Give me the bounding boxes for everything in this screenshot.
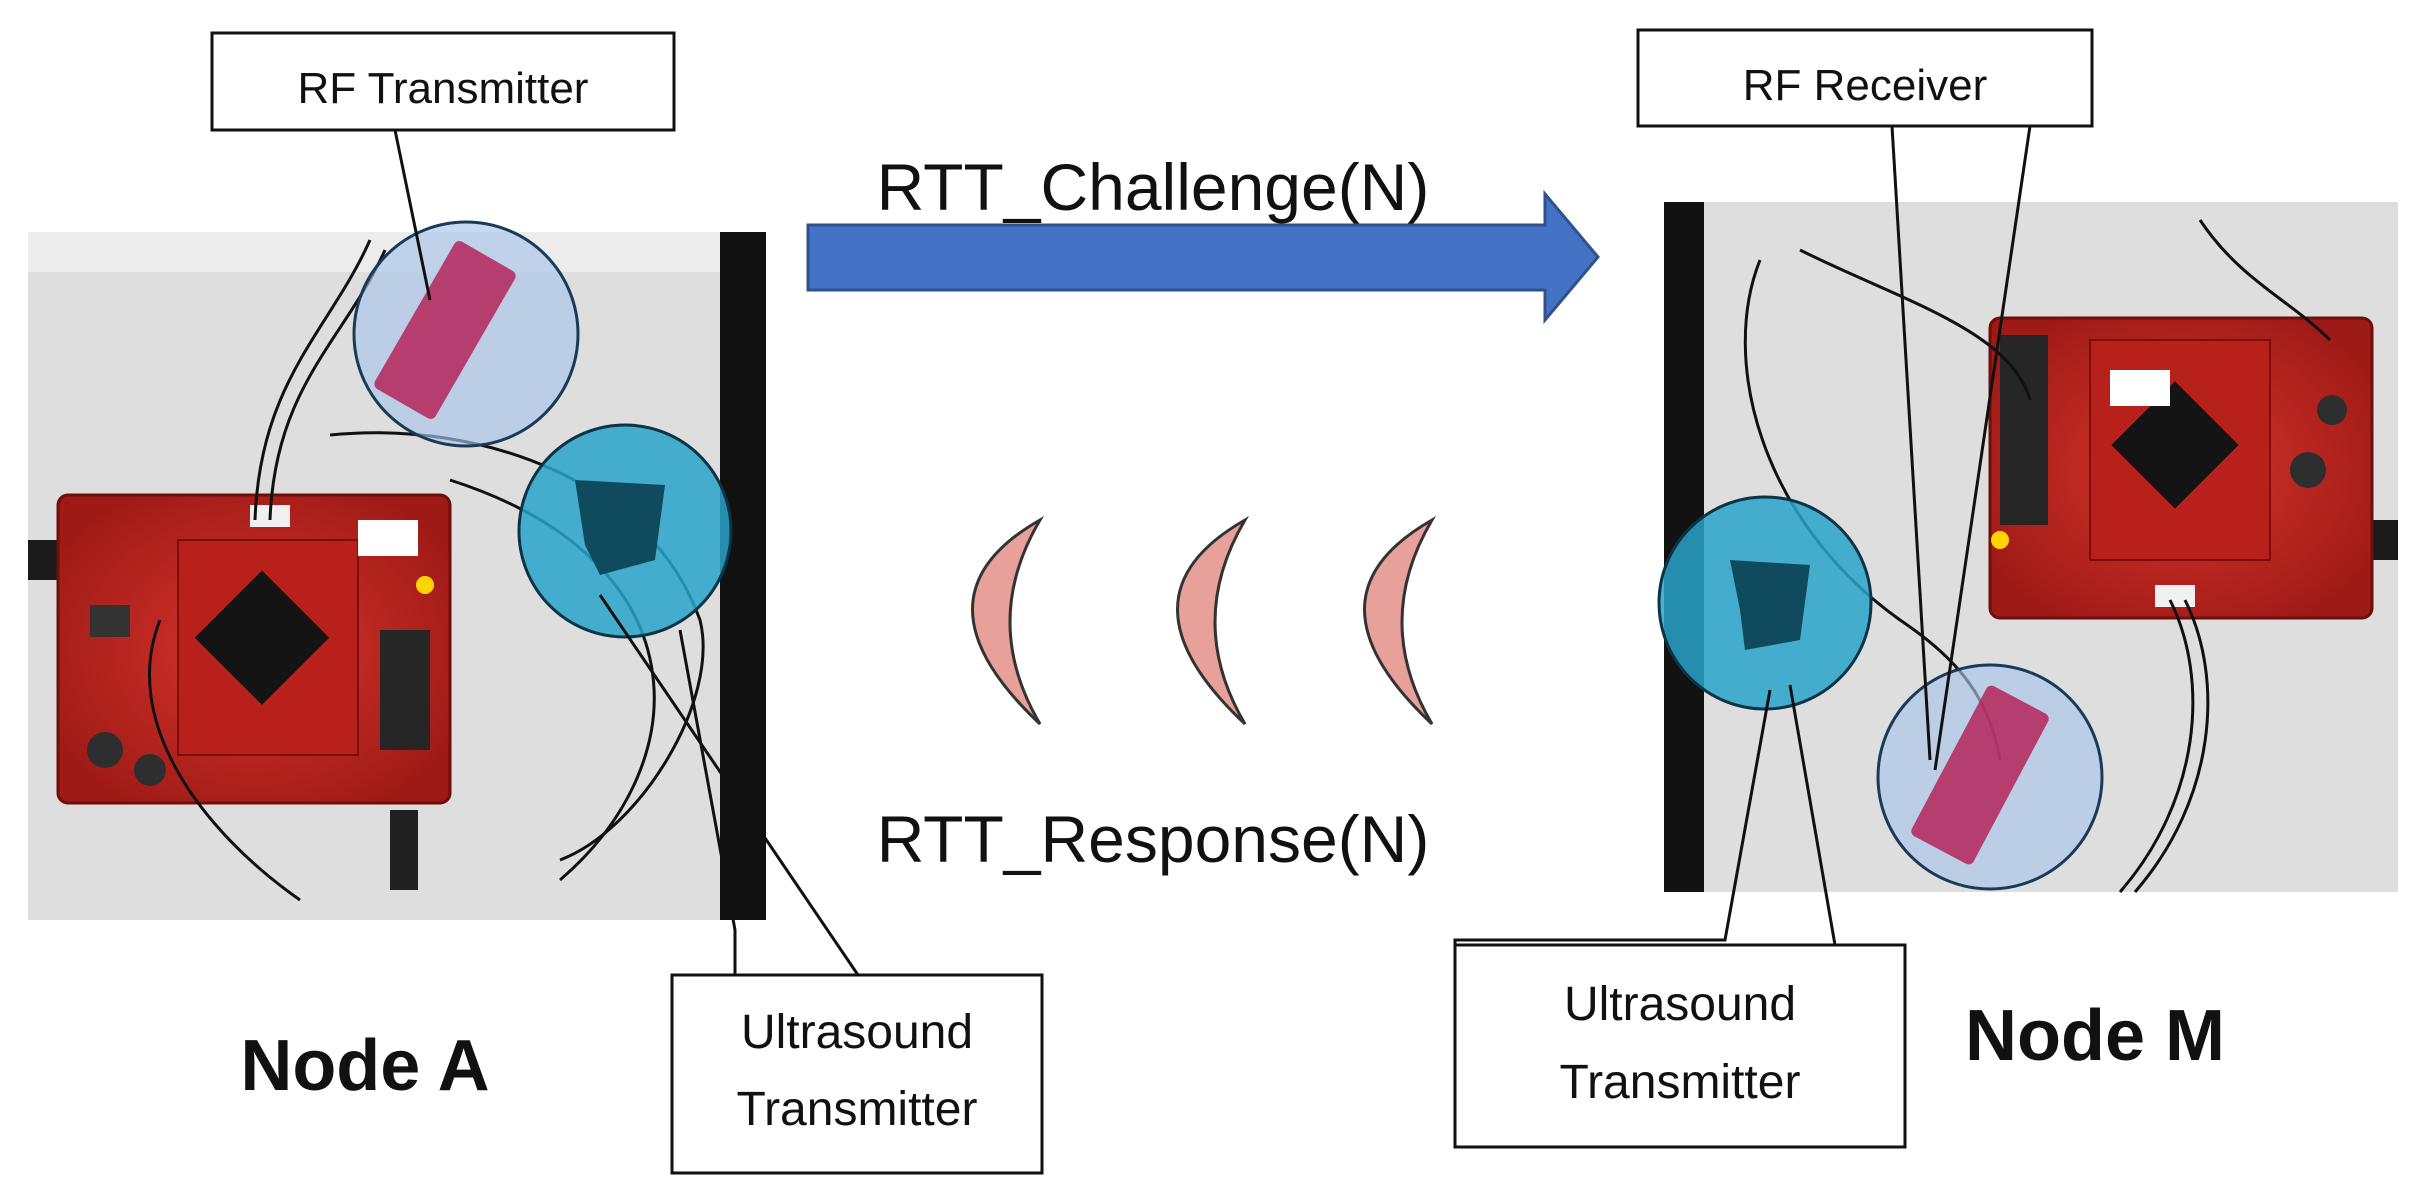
crescent-wave-icon bbox=[971, 515, 1045, 726]
node-m-ultrasound-callout bbox=[1453, 943, 1907, 1149]
rf-receiver-label: RF Receiver bbox=[1743, 61, 1988, 110]
crescent-wave-icon bbox=[1176, 515, 1250, 726]
rf-transmitter-label: RF Transmitter bbox=[298, 64, 589, 113]
node-a-ultrasound-leader-2 bbox=[598, 594, 860, 976]
node-a-photo bbox=[28, 220, 766, 920]
node-a-label: Node A bbox=[240, 1026, 489, 1106]
crescent-wave-icon bbox=[1363, 515, 1437, 726]
node-a-ultrasound-line1: Ultrasound bbox=[741, 1006, 973, 1059]
node-m-ultrasound-line2: Transmitter bbox=[1560, 1056, 1801, 1109]
rf-receiver-leader-2 bbox=[1933, 125, 2032, 771]
node-m-label: Node M bbox=[1965, 996, 2225, 1076]
node-m-photo bbox=[1657, 202, 2398, 893]
node-a-ultrasound-leader-1 bbox=[678, 629, 737, 975]
rf-transmitter-callout bbox=[210, 31, 676, 132]
challenge-arrow bbox=[806, 189, 1600, 325]
rf-receiver-leader-1 bbox=[1890, 125, 1932, 761]
response-label: RTT_Response(N) bbox=[877, 802, 1430, 876]
node-m-ultrasound-leader-1 bbox=[1453, 689, 1772, 945]
rf-receiver-callout bbox=[1636, 28, 2094, 128]
challenge-label: RTT_Challenge(N) bbox=[877, 150, 1430, 224]
node-m-ultrasound-line1: Ultrasound bbox=[1564, 978, 1796, 1031]
rf-transmitter-leader bbox=[393, 129, 432, 301]
node-a-ultrasound-callout bbox=[670, 973, 1044, 1175]
node-a-ultrasound-line2: Transmitter bbox=[737, 1083, 978, 1136]
response-waves bbox=[971, 515, 1437, 726]
